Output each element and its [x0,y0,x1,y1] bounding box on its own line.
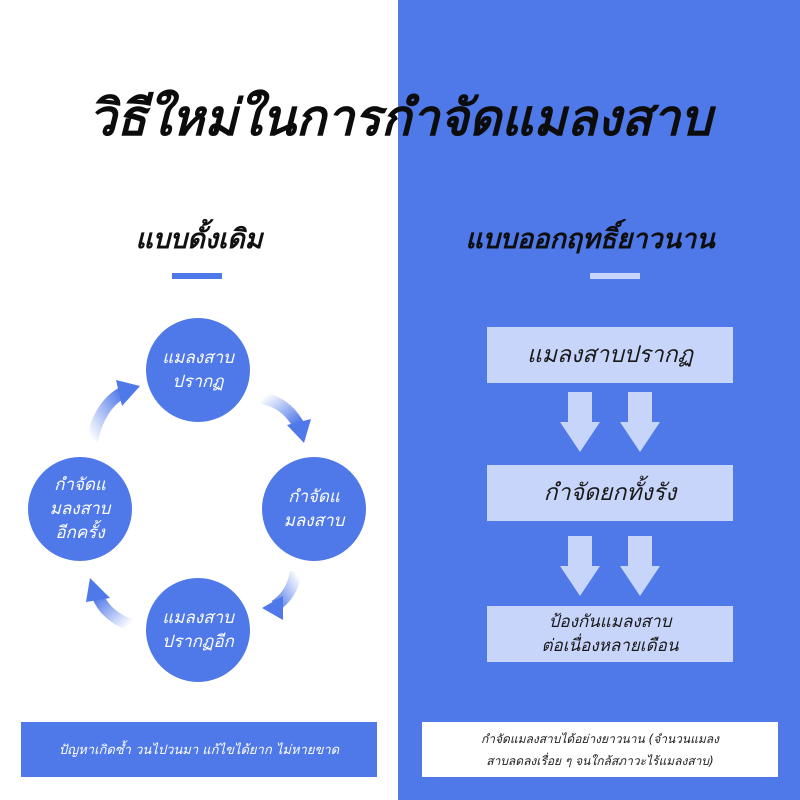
traditional-footer: ปัญหาเกิดซ้ำ วนไปวนมา แก้ไขได้ยาก ไม่หาย… [21,722,377,777]
curved-arrow-icon [86,380,140,442]
traditional-heading-underline [172,273,222,279]
curved-arrow-icon [260,392,311,443]
cycle-step-appear: แมลงสาบ ปรากฏ [146,318,250,422]
traditional-heading: แบบดั้งเดิม [135,224,263,255]
long-term-heading: แบบออกฤทธิ์ยาวนาน [465,224,715,255]
cycle-step-eliminate: กำจัดแ มลงสาบ [262,457,366,561]
down-arrow-icon [560,392,600,452]
cycle-step-eliminate-again: กำจัดแ มลงสาบ อีกครั้ง [28,457,132,561]
flow-step-eliminate-nest: กำจัดยกทั้งรัง [487,465,733,521]
down-arrow-icon [560,536,600,596]
long-term-panel [398,0,800,800]
long-term-heading-underline [590,273,640,279]
down-arrow-pair [560,536,660,596]
cycle-arrows [86,380,311,631]
down-arrow-icon [620,392,660,452]
curved-arrow-icon [262,570,302,620]
long-term-footer: กำจัดแมลงสาบได้อย่างยาวนาน (จำนวนแมลง สา… [422,722,778,777]
curved-arrow-icon [86,578,133,631]
down-arrow-pair [560,392,660,452]
flow-step-prevent: ป้องกันแมลงสาบ ต่อเนื่องหลายเดือน [487,606,733,662]
page-title: วิธีใหม่ในการกำจัดแมลงสาบ [88,89,712,147]
cycle-step-reappear: แมลงสาบ ปรากฏอีก [146,578,250,682]
down-arrow-icon [620,536,660,596]
flow-step-appear: แมลงสาบปรากฏ [487,327,733,383]
